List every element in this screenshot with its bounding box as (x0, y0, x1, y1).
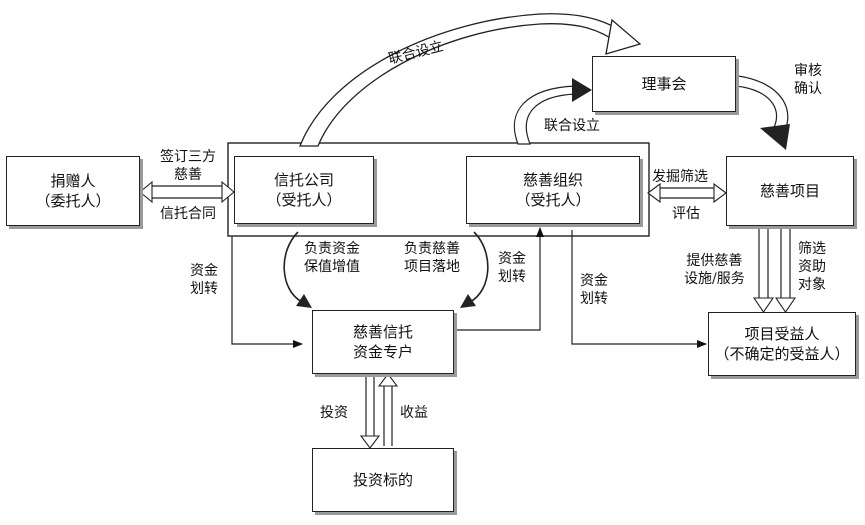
review-confirm-label: 审核 确认 (794, 63, 822, 98)
joint-establish-big-arrow (299, 13, 642, 147)
investment-target-node: 投资标的 (312, 448, 454, 512)
board-label: 理事会 (641, 74, 687, 93)
trust-company-node: 信托公司 （受托人） (234, 156, 374, 224)
trust-company-label: 信托公司 (273, 170, 334, 189)
trust-account-sub: 资金专户 (352, 343, 413, 361)
board-node: 理事会 (592, 56, 736, 112)
provide-facilities-label: 提供慈善 设施/服务 (684, 253, 745, 288)
trust-contract-label: 信托合同 (160, 206, 216, 222)
value-preserve-label: 负责资金 保值增值 (304, 241, 360, 276)
charity-org-node: 慈善组织 （受托人） (466, 156, 640, 224)
investment-target-label: 投资标的 (352, 470, 413, 489)
charity-org-role: （受托人） (515, 191, 591, 209)
org-project-arrows (647, 182, 727, 204)
trust-account-node: 慈善信托 资金专户 (312, 310, 454, 374)
beneficiary-label: 项目受益人 (744, 324, 820, 343)
charity-project-label: 慈善项目 (759, 181, 820, 200)
fund-transfer-right-line (571, 230, 707, 348)
income-label: 收益 (400, 405, 428, 421)
donor-node: 捐赠人 （委托人） (6, 156, 140, 226)
project-landing-label: 负责慈善 项目落地 (404, 241, 460, 276)
joint-establish-small-label: 联合设立 (544, 118, 600, 134)
invest-arrows (359, 373, 399, 449)
beneficiary-node: 项目受益人 （不确定的受益人） (708, 312, 856, 376)
trust-company-role: （受托人） (266, 191, 342, 209)
review-arrow (735, 75, 790, 150)
invest-label: 投资 (320, 405, 348, 421)
fund-transfer-mid-label: 资金 划转 (498, 251, 526, 286)
joint-establish-small-arrow (513, 78, 592, 145)
project-beneficiary-arrows (752, 228, 797, 313)
fund-transfer-left-line (231, 236, 303, 348)
screen-recipients-label: 筛选 资助 对象 (798, 241, 826, 294)
beneficiary-sub: （不确定的受益人） (714, 345, 850, 363)
value-preserve-curve (283, 231, 312, 308)
donor-label: 捐赠人 (50, 171, 96, 190)
fund-transfer-left-label: 资金 划转 (190, 263, 218, 298)
fund-transfer-mid-line (455, 227, 544, 331)
explore-screen-label: 发掘筛选 (652, 169, 708, 185)
charity-org-label: 慈善组织 (522, 170, 583, 189)
fund-transfer-right-label: 资金 划转 (580, 273, 608, 308)
trust-account-label: 慈善信托 (352, 322, 413, 341)
donor-trust-arrows (139, 180, 235, 204)
evaluate-label: 评估 (672, 206, 700, 222)
project-landing-curve (460, 231, 489, 308)
sign-tripartite-label: 签订三方 慈善 (160, 149, 216, 184)
charity-project-node: 慈善项目 (726, 156, 854, 226)
donor-role: （委托人） (35, 192, 111, 210)
